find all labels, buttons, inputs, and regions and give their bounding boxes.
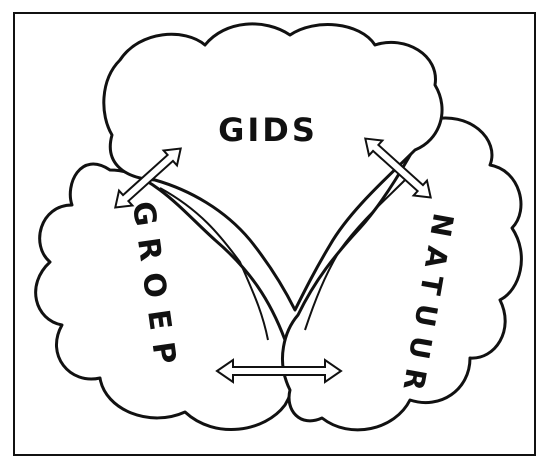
label-top: GIDS: [218, 111, 318, 149]
